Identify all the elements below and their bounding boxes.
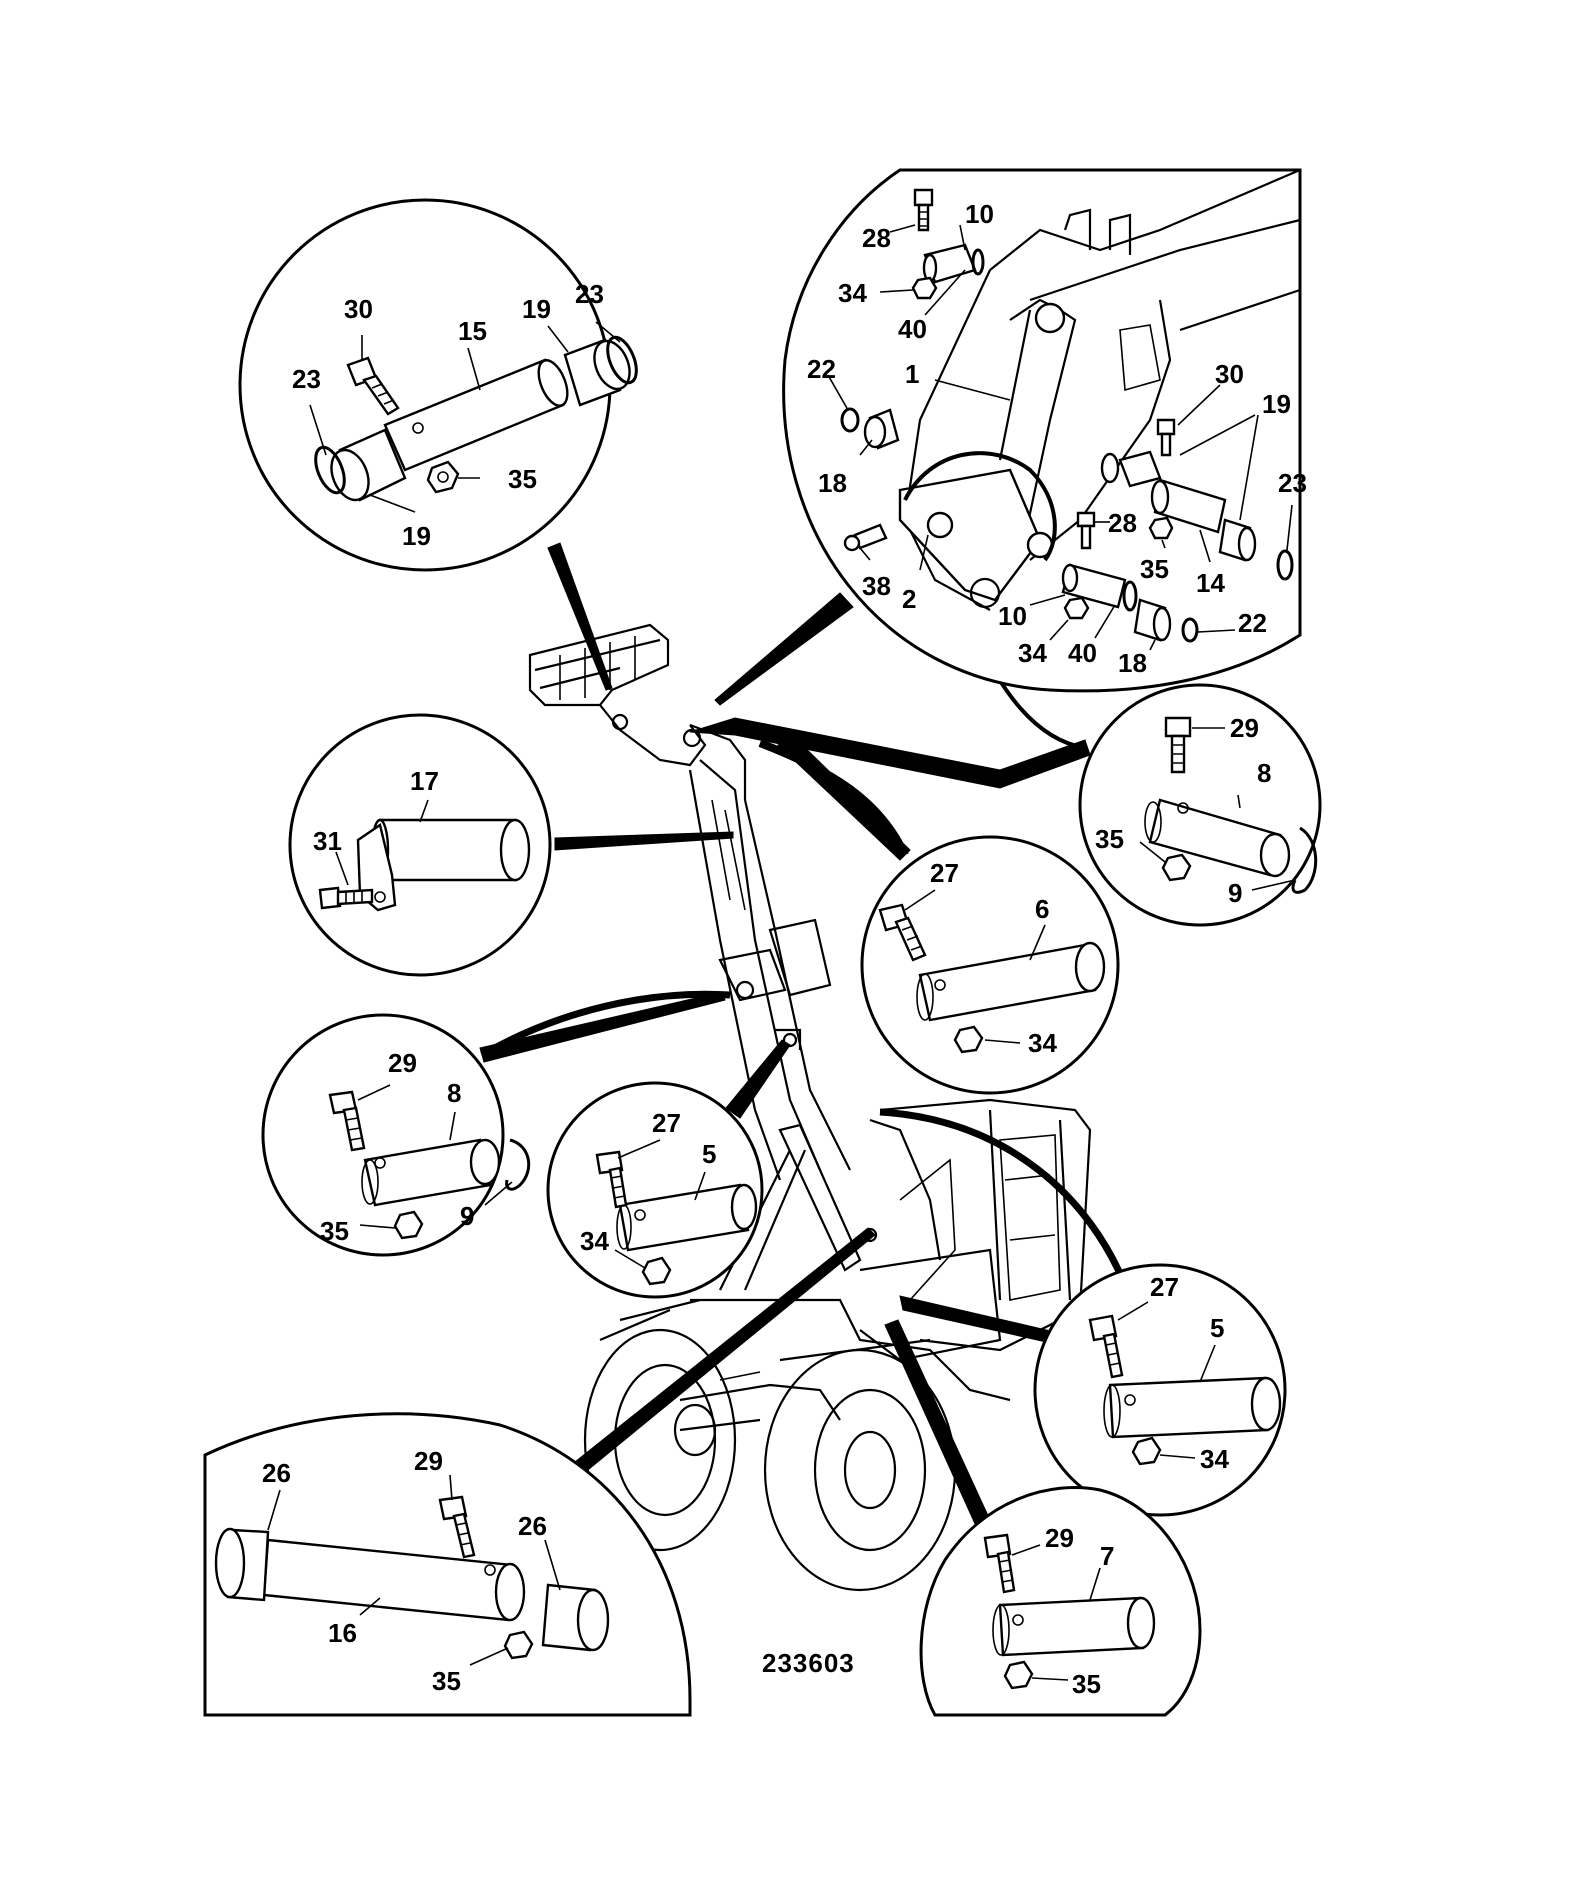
- callout-35: 35: [432, 1666, 461, 1696]
- pointer-c4: [689, 717, 1091, 789]
- pointer-c8: [899, 1295, 1061, 1346]
- detail-circle-c1: 30 15 19 23 23 35 19: [238, 198, 638, 572]
- fork-carriage: [528, 623, 707, 767]
- callout-26: 26: [518, 1511, 547, 1541]
- callout-18: 18: [818, 468, 847, 498]
- callout-8: 8: [447, 1078, 461, 1108]
- drawing-number: 233603: [762, 1648, 855, 1678]
- callout-29: 29: [414, 1446, 443, 1476]
- pointer-c10: [884, 1319, 991, 1527]
- callout-23: 23: [1278, 468, 1307, 498]
- detail-circle-c4: 29 8 35 9: [1078, 683, 1322, 927]
- callout-27: 27: [930, 858, 959, 888]
- callout-5: 5: [1210, 1313, 1224, 1343]
- callout-29: 29: [1045, 1523, 1074, 1553]
- callout-30: 30: [1215, 359, 1244, 389]
- callout-8: 8: [1257, 758, 1271, 788]
- callout-34: 34: [580, 1226, 609, 1256]
- callout-34: 34: [1018, 638, 1047, 668]
- callout-28: 28: [862, 223, 891, 253]
- callout-30: 30: [344, 294, 373, 324]
- callout-22: 22: [807, 354, 836, 384]
- callout-7: 7: [1100, 1541, 1114, 1571]
- callout-29: 29: [388, 1048, 417, 1078]
- callout-35: 35: [508, 464, 537, 494]
- callout-27: 27: [652, 1108, 681, 1138]
- callout-29: 29: [1230, 713, 1259, 743]
- callout-28: 28: [1108, 508, 1137, 538]
- pointer-c2: [714, 592, 854, 706]
- callout-10: 10: [998, 601, 1027, 631]
- detail-circle-c9: 26 29 26 16 35: [203, 1412, 692, 1717]
- detail-circle-c7: 27 5 34: [546, 1081, 764, 1299]
- callout-18: 18: [1118, 648, 1147, 678]
- pointer-c1: [547, 542, 613, 691]
- callout-19: 19: [522, 294, 551, 324]
- callout-35: 35: [1072, 1669, 1101, 1699]
- callout-35: 35: [320, 1216, 349, 1246]
- detail-circle-c6: 29 8 35 9: [261, 1013, 531, 1257]
- callout-35: 35: [1095, 824, 1124, 854]
- callout-35: 35: [1140, 554, 1169, 584]
- callout-22: 22: [1238, 608, 1267, 638]
- callout-6: 6: [1035, 894, 1049, 924]
- callout-34: 34: [1200, 1444, 1229, 1474]
- detail-circle-c10: 29 7 35: [919, 1486, 1202, 1717]
- rear-wheel: [763, 1338, 957, 1592]
- callout-27: 27: [1150, 1272, 1179, 1302]
- callout-40: 40: [898, 314, 927, 344]
- callout-19: 19: [402, 521, 431, 551]
- pointer-c6: [479, 991, 726, 1063]
- callout-9: 9: [1228, 878, 1242, 908]
- callout-16: 16: [328, 1618, 357, 1648]
- callout-34: 34: [1028, 1028, 1057, 1058]
- detail-circle-c8: 27 5 34: [1033, 1263, 1287, 1517]
- detail-circle-c5: 27 6 34: [860, 835, 1120, 1095]
- callout-26: 26: [262, 1458, 291, 1488]
- chassis: [673, 1298, 1011, 1457]
- callout-9: 9: [460, 1201, 474, 1231]
- callout-5: 5: [702, 1139, 716, 1169]
- callout-23: 23: [575, 279, 604, 309]
- callout-1: 1: [905, 359, 919, 389]
- callout-40: 40: [1068, 638, 1097, 668]
- callout-31: 31: [313, 826, 342, 856]
- detail-circle-c3: 17 31: [288, 713, 552, 977]
- pointer-c7: [725, 1039, 791, 1119]
- callout-34: 34: [838, 278, 867, 308]
- callout-2: 2: [902, 584, 916, 614]
- callout-14: 14: [1196, 568, 1225, 598]
- callout-10: 10: [965, 199, 994, 229]
- leader-pointers: [479, 542, 1129, 1527]
- detail-circle-c2: 28 10 34 40 22 1 30 19 18 23 28 35 14 38…: [782, 168, 1307, 693]
- callout-15: 15: [458, 316, 487, 346]
- pointer-c3: [554, 831, 734, 851]
- callout-17: 17: [410, 766, 439, 796]
- callout-38: 38: [862, 571, 891, 601]
- callout-23: 23: [292, 364, 321, 394]
- callout-19: 19: [1262, 389, 1291, 419]
